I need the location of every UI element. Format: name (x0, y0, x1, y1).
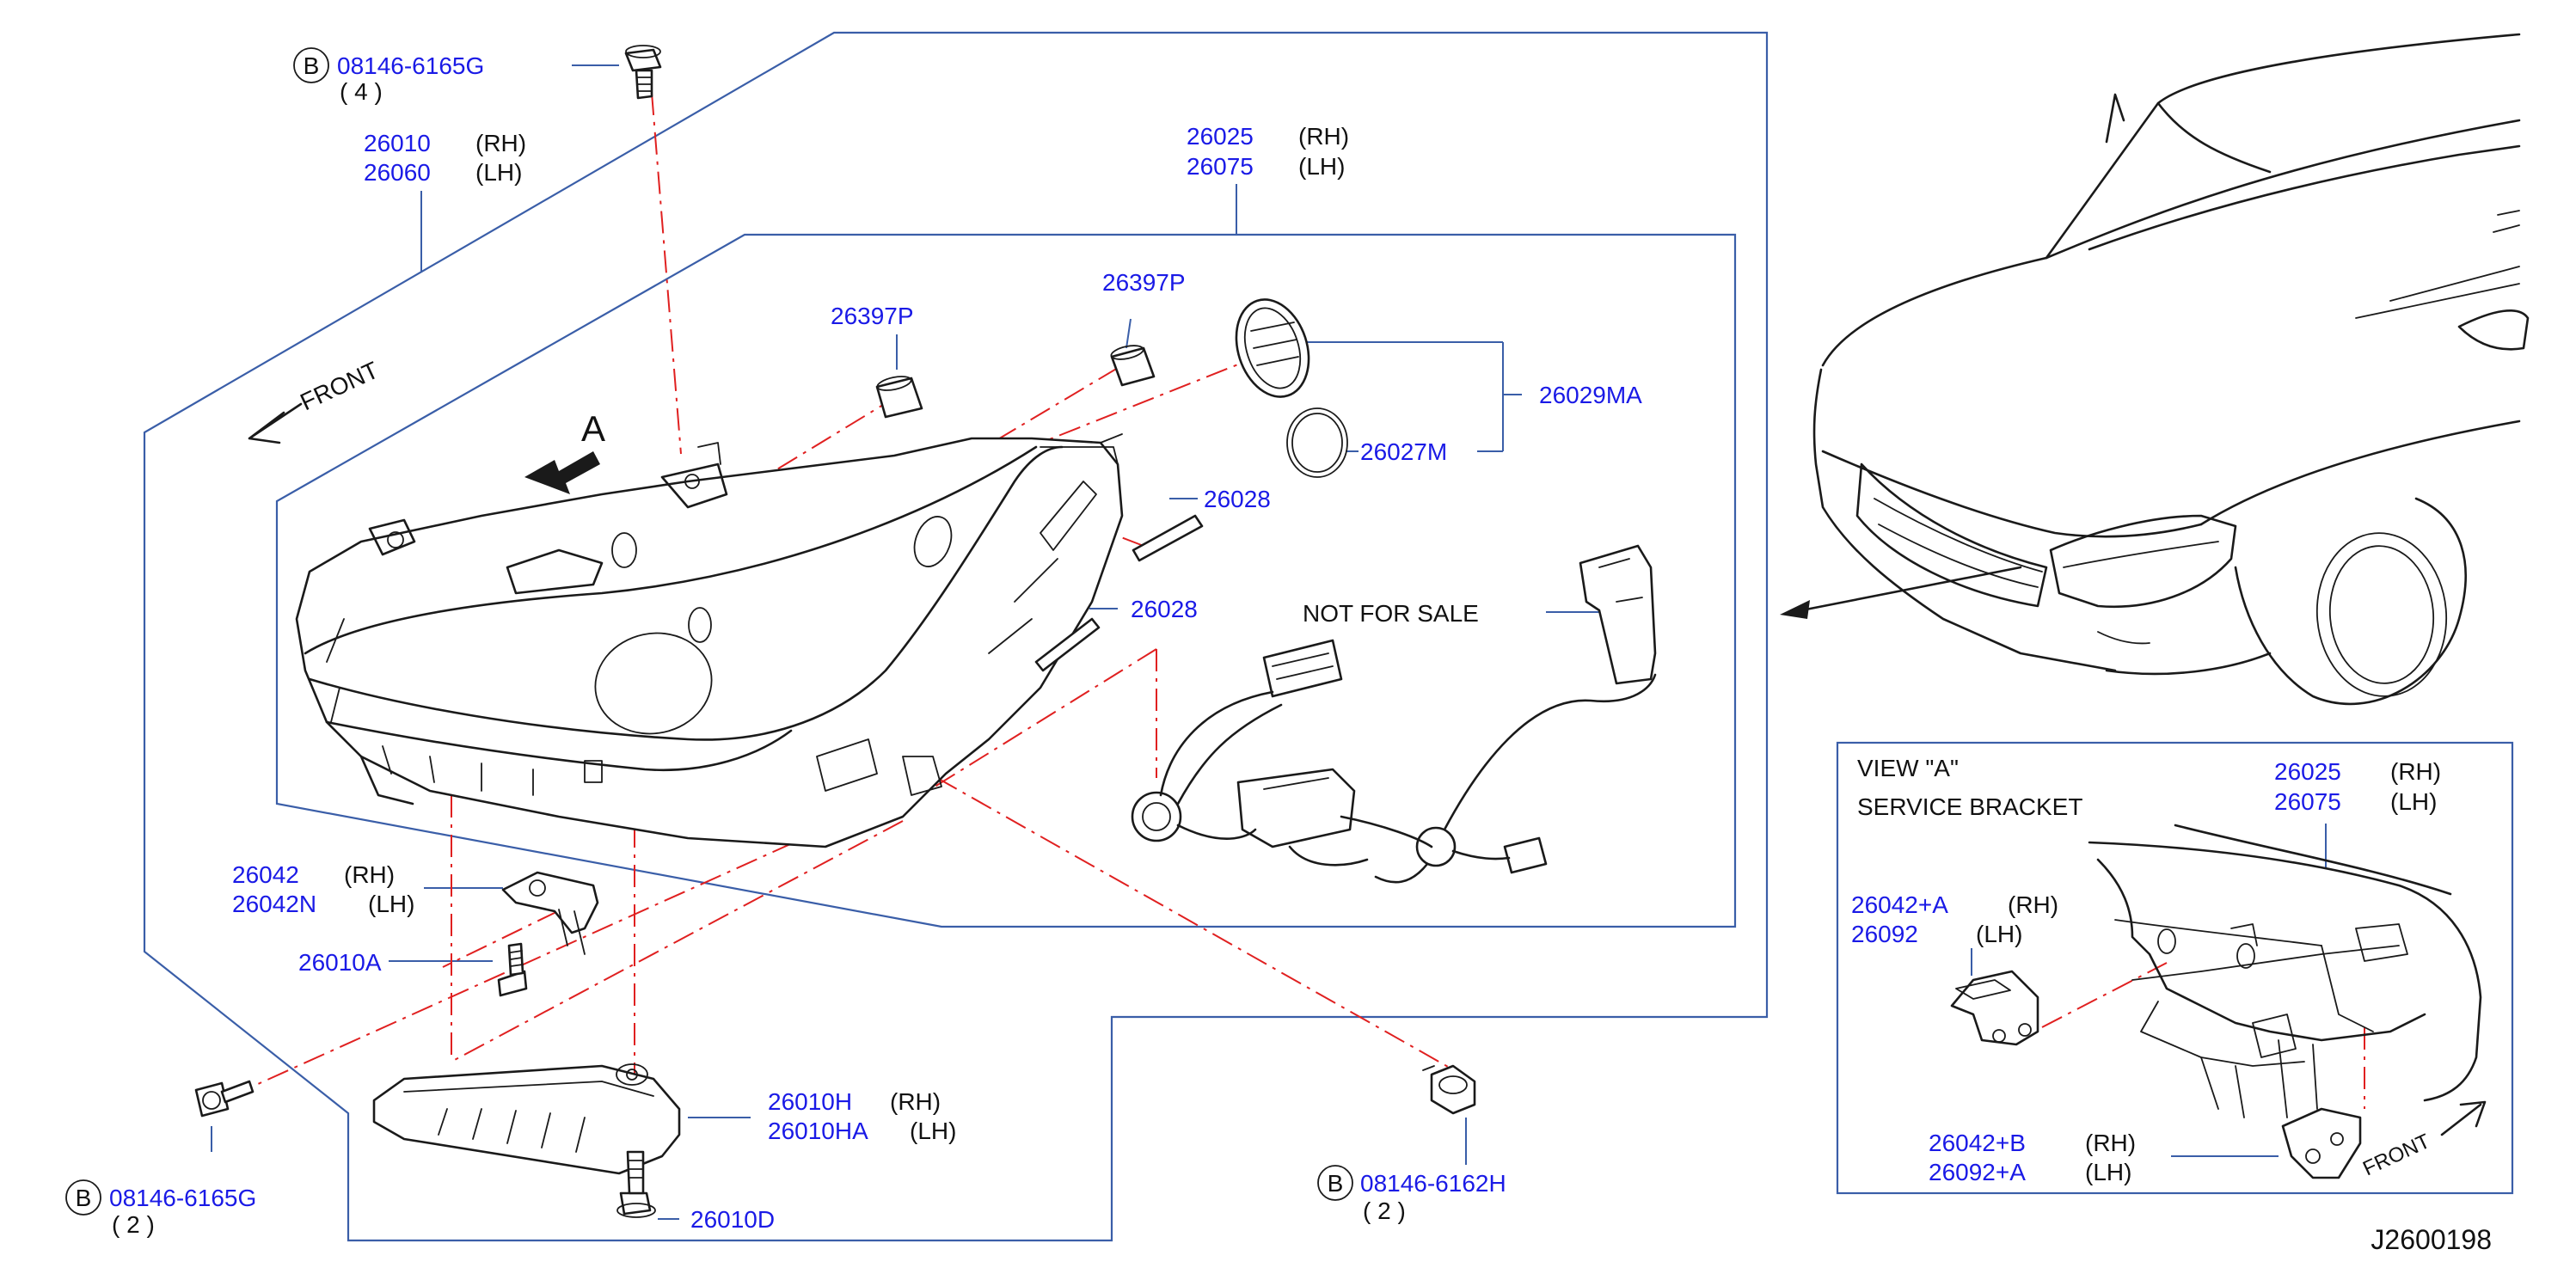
seal (1286, 407, 1348, 478)
bulb-cap-1 (875, 376, 923, 419)
view-a-subtitle: SERVICE BRACKET (1857, 793, 2082, 820)
view-a-housing-lh-qualifier: (LH) (2390, 788, 2437, 815)
bolt-left-part-number: 08146-6165G (109, 1185, 256, 1211)
bracket-rh-qualifier: (RH) (344, 861, 395, 888)
bulb-cap-2-part-number: 26397P (1102, 269, 1186, 296)
badge-b-left-letter: B (76, 1185, 92, 1211)
view-a-arrow-label: A (581, 408, 605, 449)
housing-rh-qualifier: (RH) (1298, 123, 1349, 150)
headlamp-lh-qualifier: (LH) (475, 159, 522, 186)
bolt-left-fastener (194, 1080, 255, 1118)
housing-frame (275, 233, 1737, 928)
view-a-bracket-upper-lh-qualifier: (LH) (1976, 921, 2022, 947)
bolt-right-quantity: ( 2 ) (1363, 1197, 1406, 1224)
pointer-arrow-icon (1780, 566, 2022, 619)
cover-kit-part-number: 26029MA (1539, 382, 1642, 408)
view-a-bracket-lower-lh-qualifier: (LH) (2085, 1159, 2131, 1185)
bulb-cap-2 (1110, 345, 1156, 387)
clip-1 (1132, 514, 1204, 562)
drl-screw (616, 1150, 656, 1218)
bolt-top-fastener (624, 45, 662, 100)
bolt-left-quantity: ( 2 ) (112, 1211, 155, 1238)
housing-lh-qualifier: (LH) (1298, 153, 1345, 180)
view-a-bracket-lower (2281, 1107, 2362, 1179)
not-for-sale-label: NOT FOR SALE (1303, 600, 1479, 627)
housing-lh-part-number: 26075 (1187, 153, 1254, 180)
drl-lh-qualifier: (LH) (910, 1118, 956, 1144)
view-a-title: VIEW "A" (1857, 755, 1959, 781)
bracket-lh-qualifier: (LH) (368, 891, 414, 917)
bolt-top-quantity: ( 4 ) (340, 78, 383, 105)
screw-part-number: 26010A (298, 949, 382, 976)
headlamp-lh-part-number: 26060 (364, 159, 431, 186)
view-a-arrow-icon (524, 451, 600, 494)
drl-lh-part-number: 26010HA (768, 1118, 868, 1144)
badge-b-right-letter: B (1328, 1170, 1344, 1197)
view-a-bracket-lower-lh-part-number: 26092+A (1929, 1159, 2026, 1185)
badge-b-top (293, 47, 329, 83)
headlamp-assembly (295, 433, 1124, 848)
drl-screw-part-number: 26010D (690, 1206, 775, 1233)
car-illustration (1812, 33, 2530, 706)
bolt-right-fastener (1422, 1064, 1476, 1115)
drl-rh-qualifier: (RH) (890, 1088, 941, 1115)
bolt-top-part-number: 08146-6165G (337, 52, 484, 79)
seal-part-number: 26027M (1360, 438, 1447, 465)
drl-rh-part-number: 26010H (768, 1088, 852, 1115)
view-a-bracket-upper-rh-part-number: 26042+A (1851, 891, 1948, 918)
bracket-lh-part-number: 26042N (232, 891, 316, 917)
housing-rh-part-number: 26025 (1187, 123, 1254, 150)
view-a-bracket-lower-rh-qualifier: (RH) (2085, 1130, 2136, 1156)
view-a-bracket-upper-lh-part-number: 26092 (1851, 921, 1918, 947)
service-bracket (501, 871, 599, 955)
view-a-housing-lh-part-number: 26075 (2274, 788, 2341, 815)
front-arrow-icon (248, 402, 303, 444)
bolt-right-part-number: 08146-6162H (1360, 1170, 1506, 1197)
bulb-cap-1-part-number: 26397P (831, 303, 914, 329)
drl-lamp (372, 1063, 681, 1175)
wiring-harness (1131, 544, 1657, 884)
badge-b-left (65, 1179, 101, 1216)
cover-kit (1235, 298, 1310, 398)
view-a-bracket-lower-rh-part-number: 26042+B (1929, 1130, 2026, 1156)
headlamp-rh-part-number: 26010 (364, 130, 431, 156)
headlamp-assembly-frame (143, 31, 1769, 1242)
badge-b-right (1317, 1165, 1353, 1201)
clip-2-part-number: 26028 (1131, 596, 1198, 622)
view-a-front-label: FRONT (2359, 1130, 2434, 1181)
view-a-frame (1836, 741, 2514, 1195)
leader-lines (211, 64, 2327, 1220)
view-a-front-arrow-icon (2440, 1100, 2487, 1136)
screw-26010A (497, 942, 528, 997)
clip-2 (1034, 617, 1101, 672)
view-a-drawing (2088, 824, 2482, 1118)
headlamp-rh-qualifier: (RH) (475, 130, 526, 156)
diagram-id: J2600198 (2371, 1224, 2492, 1255)
view-a-housing-rh-qualifier: (RH) (2390, 758, 2441, 785)
front-arrow-label: FRONT (296, 357, 383, 416)
view-a-bracket-upper (1950, 970, 2039, 1046)
view-a-housing-rh-part-number: 26025 (2274, 758, 2341, 785)
badge-b-top-letter: B (304, 52, 320, 79)
bracket-rh-part-number: 26042 (232, 861, 299, 888)
view-a-bracket-upper-rh-qualifier: (RH) (2008, 891, 2058, 918)
clip-1-part-number: 26028 (1204, 486, 1271, 512)
